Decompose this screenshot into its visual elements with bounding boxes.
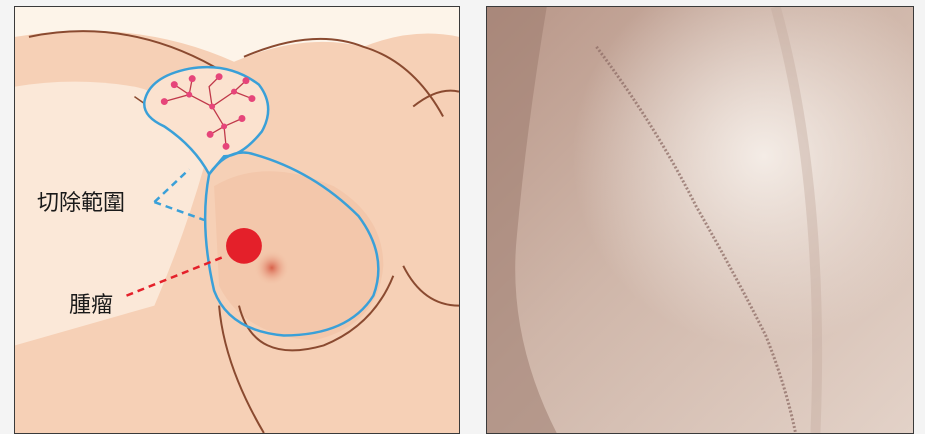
surgery-illustration bbox=[15, 7, 459, 433]
excision-range-label: 切除範圍 bbox=[37, 185, 125, 217]
tumor-label: 腫瘤 bbox=[69, 287, 113, 319]
axillary-scar-photo bbox=[487, 7, 913, 433]
tumor-glow bbox=[254, 250, 290, 286]
photo-panel bbox=[486, 6, 914, 434]
illustration-panel: 切除範圍 腫瘤 bbox=[14, 6, 460, 434]
tumor-dot bbox=[226, 228, 262, 264]
skin-highlight bbox=[487, 7, 913, 433]
